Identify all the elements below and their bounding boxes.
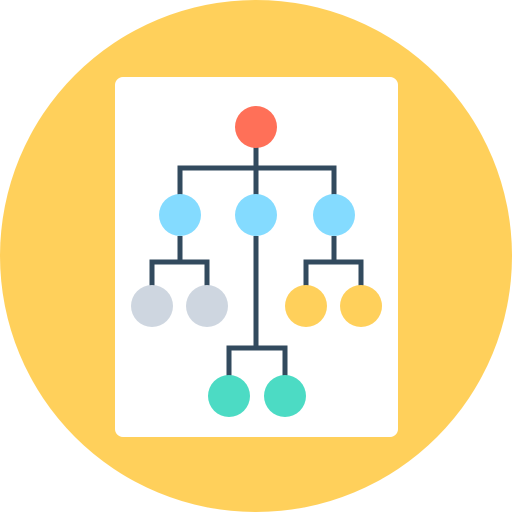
bottom-leaf-node-2	[264, 375, 306, 417]
level1-crossbar-connector	[177, 165, 337, 214]
right-branch-connector-left	[303, 236, 337, 306]
center-branch-node	[235, 194, 277, 236]
left-leaf-node-2	[186, 285, 228, 327]
right-leaf-node-1	[285, 285, 327, 327]
left-leaf-node-1	[131, 285, 173, 327]
bottom-crossbar-connector	[226, 345, 288, 396]
left-branch-connector-left	[149, 236, 183, 306]
right-leaf-node-2	[340, 285, 382, 327]
left-branch-node	[159, 194, 201, 236]
bottom-leaf-node-1	[208, 375, 250, 417]
right-branch-node	[313, 194, 355, 236]
connector-lines	[149, 128, 364, 396]
root-node	[235, 106, 277, 148]
tree-nodes	[131, 106, 382, 417]
